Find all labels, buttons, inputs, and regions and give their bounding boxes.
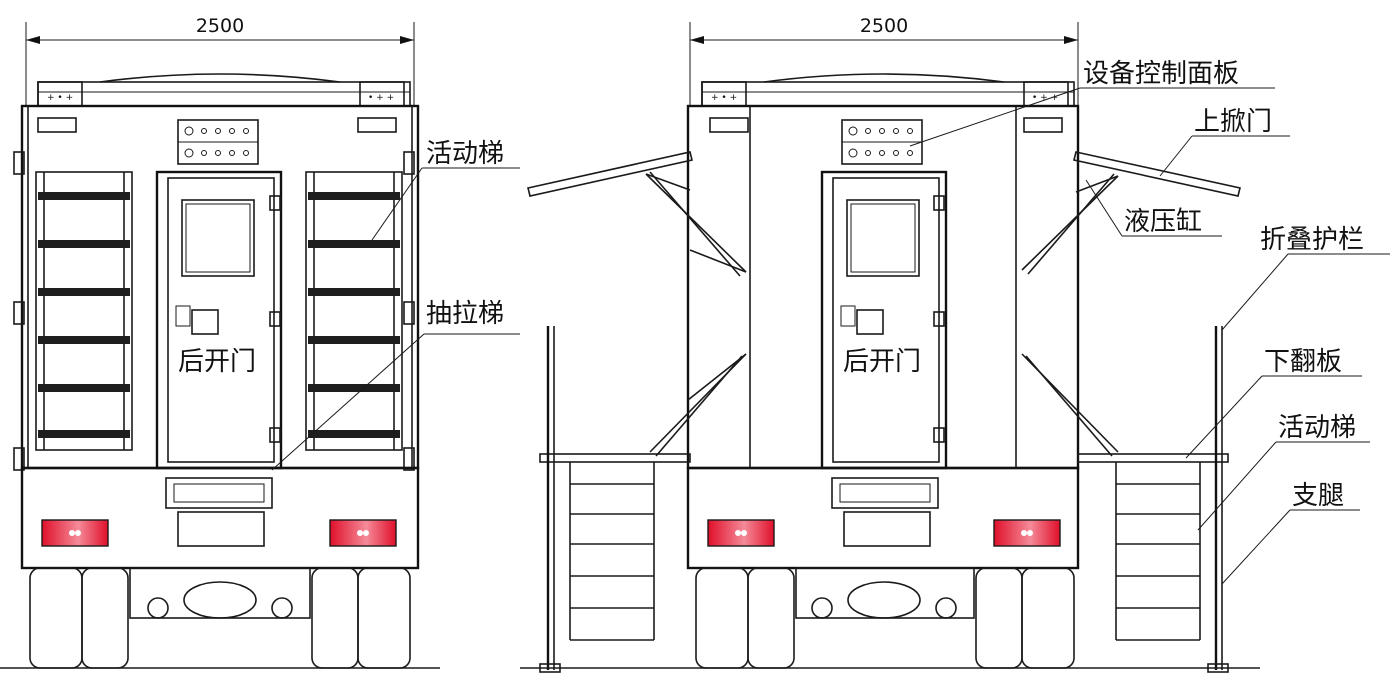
right-wheels (520, 567, 1260, 669)
right-width-dimension: 2500 (689, 15, 1079, 105)
guardrails-and-legs (539, 326, 1229, 673)
label-rear-door-left: 后开门 (178, 347, 256, 377)
left-callout-pull-ladder: 抽拉梯 (271, 299, 520, 471)
left-box-body (20, 104, 420, 470)
right-width-dimension-text: 2500 (860, 15, 908, 37)
right-control-panel (841, 119, 923, 165)
left-width-dimension: 2500 (25, 15, 415, 105)
left-view: 2500 + • + • + + (0, 15, 520, 669)
upper-flap-door-right (1021, 151, 1241, 275)
callout-hydraulic-cylinder: 液压缸 (1085, 179, 1222, 237)
right-roof-rack: + • + • + + (701, 73, 1075, 107)
left-roof-rack: + • + • + + (37, 73, 411, 107)
left-callout-movable-ladder: 活动梯 (371, 139, 520, 241)
callout-support-leg: 支腿 (1221, 481, 1360, 585)
left-rear-door (155, 170, 283, 470)
lower-flip-panel-left (539, 453, 691, 463)
label-movable-ladder-left: 活动梯 (426, 139, 504, 169)
left-chassis (20, 466, 420, 570)
label-pull-ladder: 抽拉梯 (426, 299, 504, 329)
label-control-panel: 设备控制面板 (1083, 59, 1239, 89)
callout-movable-ladder-right: 活动梯 (1197, 413, 1370, 531)
right-ladder-panel (305, 171, 403, 451)
right-view: 2500 + • + • + + (520, 15, 1390, 673)
right-box-body (686, 104, 1080, 470)
label-support-leg: 支腿 (1292, 481, 1344, 511)
left-control-panel (177, 119, 259, 165)
label-folding-guardrail: 折叠护栏 (1260, 225, 1364, 255)
label-upper-flap-door: 上掀门 (1194, 107, 1272, 137)
svg-text:• + +: • + + (368, 93, 394, 103)
callout-upper-flap-door: 上掀门 (1159, 107, 1290, 177)
callout-control-panel: 设备控制面板 (909, 59, 1275, 147)
deployed-ladder-right (1115, 462, 1201, 641)
svg-text:+ • +: + • + (711, 93, 737, 103)
upper-flap-door-left (527, 151, 747, 277)
callout-lower-flip-panel: 下翻板 (1185, 347, 1362, 459)
svg-text:+ • +: + • + (47, 93, 73, 103)
label-lower-flip-panel: 下翻板 (1264, 347, 1342, 377)
lower-flip-panel-right (1077, 453, 1229, 463)
right-chassis (686, 466, 1080, 570)
lower-hydraulic-struts (649, 353, 1119, 457)
left-ladder-panel (35, 171, 133, 451)
left-side-brackets (13, 151, 415, 471)
right-rear-door (820, 170, 948, 470)
left-wheels (0, 567, 440, 669)
svg-text:• + +: • + + (1032, 93, 1058, 103)
label-rear-door-right: 后开门 (843, 347, 921, 377)
label-movable-ladder-right: 活动梯 (1278, 413, 1356, 443)
deployed-ladder-left (569, 462, 655, 641)
callout-folding-guardrail: 折叠护栏 (1221, 225, 1390, 331)
label-hydraulic-cylinder: 液压缸 (1124, 207, 1202, 237)
left-width-dimension-text: 2500 (196, 15, 244, 37)
